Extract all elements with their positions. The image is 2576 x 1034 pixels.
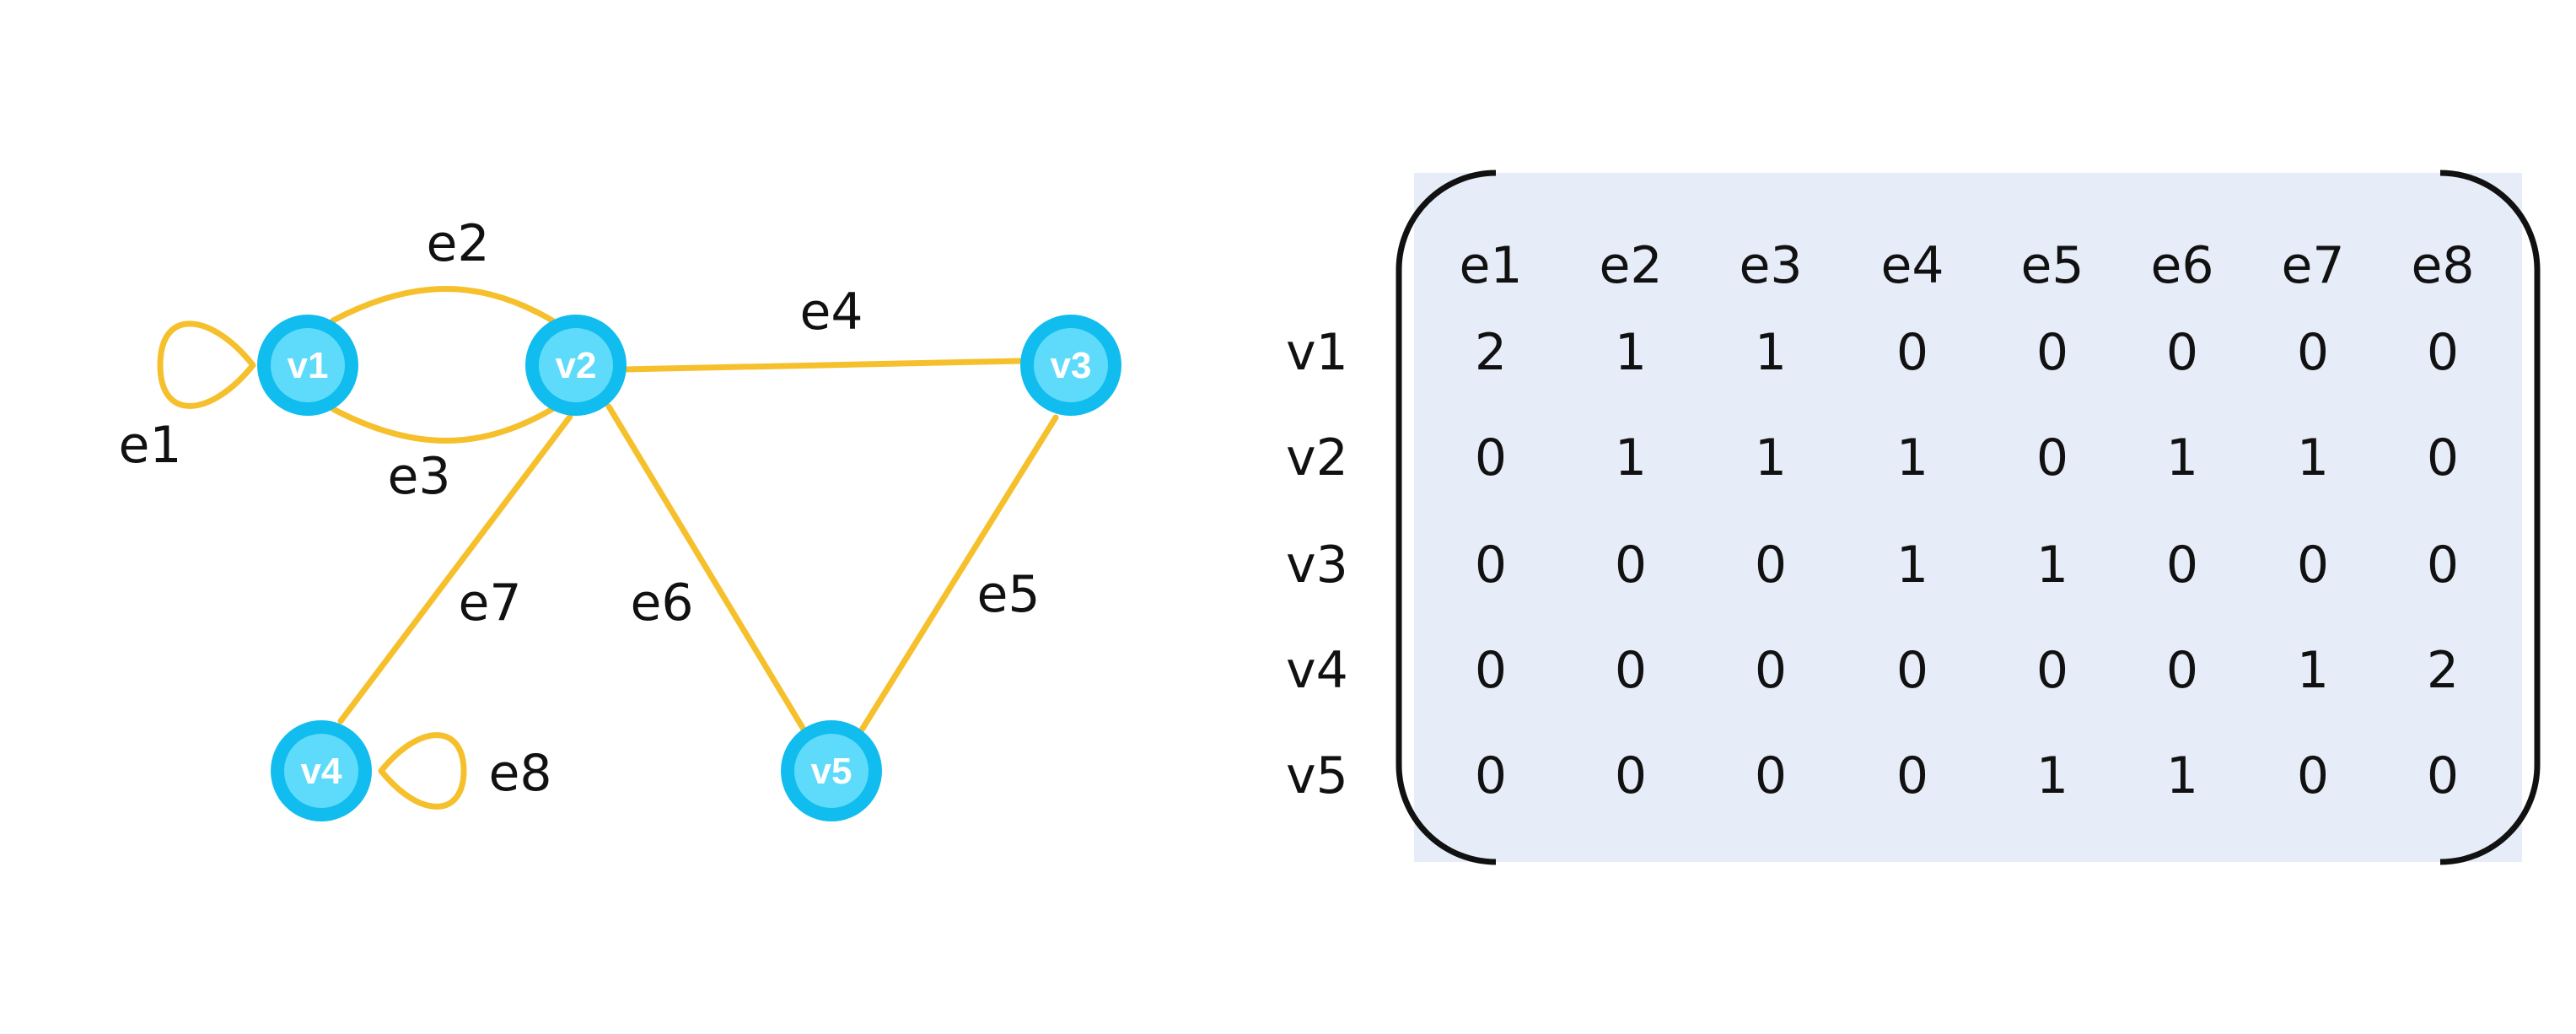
matrix-row-header-v4: v4: [1286, 641, 1348, 700]
matrix-cell-v3-e7: 0: [2297, 536, 2329, 595]
vertex-label-v2: v2: [556, 345, 597, 386]
matrix-left-bracket: [1396, 170, 1497, 865]
matrix-cell-v5-e7: 0: [2297, 746, 2329, 805]
matrix-row-header-v3: v3: [1286, 536, 1348, 595]
vertex-label-v5: v5: [811, 751, 852, 792]
matrix-cell-v2-e4: 1: [1896, 428, 1928, 487]
edge-label-e3: e3: [387, 447, 450, 506]
matrix-column-header-e3: e3: [1739, 236, 1802, 295]
matrix-cell-v3-e4: 1: [1896, 536, 1928, 595]
graph-vertices: v1 v2 v3 v4 v5: [257, 315, 1121, 821]
matrix-cell-v4-e2: 0: [1615, 641, 1647, 700]
vertex-core: [271, 328, 345, 402]
matrix-cell-v2-e1: 0: [1475, 428, 1507, 487]
matrix-cell-v3-e2: 0: [1615, 536, 1647, 595]
matrix-cell-v4-e5: 0: [2036, 641, 2068, 700]
edge-label-e1: e1: [118, 416, 181, 475]
matrix-cell-v4-e4: 0: [1896, 641, 1928, 700]
edge-label-e6: e6: [630, 574, 693, 633]
vertex-core: [1034, 328, 1108, 402]
matrix-column-header-e8: e8: [2411, 236, 2474, 295]
matrix-right-bracket: [2439, 170, 2541, 865]
edge-e1: [157, 320, 256, 409]
matrix-cell-v2-e5: 0: [2036, 428, 2068, 487]
matrix-cells: 2 1 1 0 0 0 0 0 0 1 1 1 0 1 1 0 0 0 0 1 1 0 0 0 0 0 0 0 0 0 1 2 0 0 0 0 1 1 0 0: [1475, 323, 2459, 805]
vertex-label-v4: v4: [301, 751, 342, 792]
matrix-cell-v5-e2: 0: [1615, 746, 1647, 805]
matrix-background: [1414, 173, 2522, 862]
matrix-cell-v2-e7: 1: [2297, 428, 2329, 487]
vertex-v3: v3: [1020, 315, 1121, 416]
matrix-cell-v2-e3: 1: [1755, 428, 1787, 487]
incidence-matrix: e1 e2 e3 e4 e5 e6 e7 e8 v1 v2 v3 v4 v5 2 1 1 0 0 0 0 0 0 1 1 1…: [1286, 170, 2541, 865]
graph-edge-labels: e1 e2 e3 e4 e5 e6 e7 e8: [118, 214, 1040, 803]
matrix-cell-v4-e8: 2: [2427, 641, 2459, 700]
edge-e6: [605, 403, 809, 735]
matrix-cell-v1-e7: 0: [2297, 323, 2329, 382]
vertex-label-v1: v1: [288, 345, 329, 386]
matrix-cell-v2-e6: 1: [2166, 428, 2198, 487]
edge-label-e5: e5: [976, 565, 1040, 624]
vertex-v4: v4: [271, 720, 372, 821]
matrix-cell-v2-e8: 0: [2427, 428, 2459, 487]
matrix-cell-v1-e1: 2: [1475, 323, 1507, 382]
vertex-core: [794, 734, 869, 808]
matrix-cell-v5-e1: 0: [1475, 746, 1507, 805]
vertex-label-v3: v3: [1051, 345, 1092, 386]
graph-edges: [157, 286, 1059, 810]
matrix-cell-v4-e6: 0: [2166, 641, 2198, 700]
graph: e1 e2 e3 e4 e5 e6 e7 e8 v1 v2 v3 v4 v5: [118, 214, 1121, 821]
matrix-cell-v3-e3: 0: [1755, 536, 1787, 595]
matrix-row-headers: v1 v2 v3 v4 v5: [1286, 323, 1348, 805]
matrix-cell-v1-e5: 0: [2036, 323, 2068, 382]
edge-e4: [621, 358, 1024, 373]
edge-label-e8: e8: [488, 744, 551, 803]
matrix-cell-v5-e8: 0: [2427, 746, 2459, 805]
matrix-column-header-e6: e6: [2150, 236, 2213, 295]
matrix-cell-v1-e6: 0: [2166, 323, 2198, 382]
matrix-cell-v4-e1: 0: [1475, 641, 1507, 700]
matrix-cell-v2-e2: 1: [1615, 428, 1647, 487]
matrix-cell-v1-e2: 1: [1615, 323, 1647, 382]
matrix-column-header-e7: e7: [2281, 236, 2344, 295]
vertex-v2: v2: [525, 315, 627, 416]
matrix-column-header-e4: e4: [1880, 236, 1944, 295]
edge-e7: [337, 413, 573, 724]
matrix-cell-v5-e6: 1: [2166, 746, 2198, 805]
vertex-v5: v5: [781, 720, 882, 821]
matrix-cell-v5-e4: 0: [1896, 746, 1928, 805]
edge-label-e7: e7: [458, 574, 521, 633]
edge-e3: [330, 406, 556, 444]
edge-label-e4: e4: [799, 283, 863, 342]
edge-label-e2: e2: [426, 214, 489, 273]
matrix-cell-v3-e5: 1: [2036, 536, 2068, 595]
edge-e5: [853, 414, 1059, 741]
matrix-cell-v1-e4: 0: [1896, 323, 1928, 382]
matrix-cell-v5-e3: 0: [1755, 746, 1787, 805]
matrix-cell-v3-e6: 0: [2166, 536, 2198, 595]
vertex-core: [539, 328, 613, 402]
matrix-cell-v4-e7: 1: [2297, 641, 2329, 700]
matrix-cell-v5-e5: 1: [2036, 746, 2068, 805]
edge-e2: [330, 286, 556, 324]
matrix-row-header-v1: v1: [1286, 323, 1348, 382]
matrix-cell-v3-e8: 0: [2427, 536, 2459, 595]
edge-e8: [378, 732, 467, 810]
matrix-column-headers: e1 e2 e3 e4 e5 e6 e7 e8: [1459, 236, 2474, 295]
matrix-row-header-v5: v5: [1286, 746, 1348, 805]
vertex-core: [284, 734, 358, 808]
matrix-column-header-e1: e1: [1459, 236, 1522, 295]
matrix-cell-v1-e8: 0: [2427, 323, 2459, 382]
matrix-cell-v3-e1: 0: [1475, 536, 1507, 595]
vertex-v1: v1: [257, 315, 358, 416]
matrix-cell-v1-e3: 1: [1755, 323, 1787, 382]
matrix-column-header-e5: e5: [2020, 236, 2084, 295]
matrix-cell-v4-e3: 0: [1755, 641, 1787, 700]
matrix-column-header-e2: e2: [1599, 236, 1662, 295]
matrix-row-header-v2: v2: [1286, 428, 1348, 487]
